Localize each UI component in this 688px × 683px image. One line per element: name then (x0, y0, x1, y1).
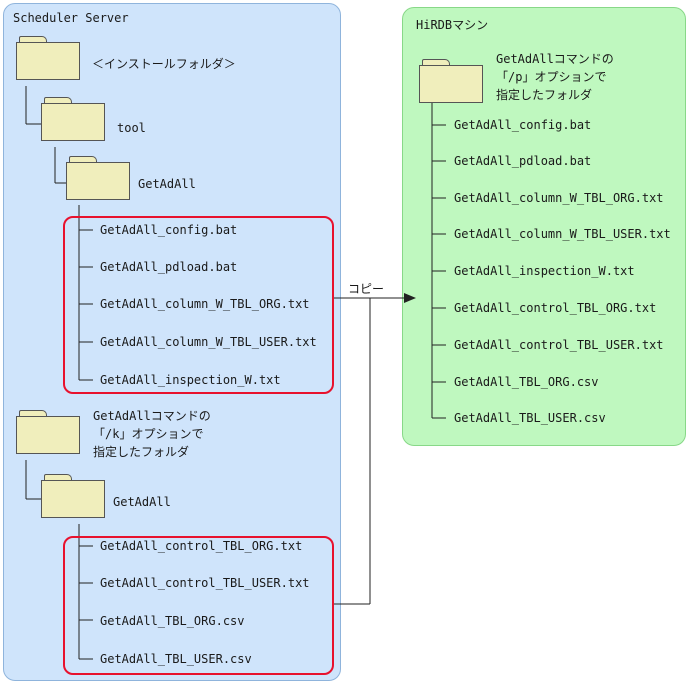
k-getadall-folder-label: GetAdAll (113, 495, 171, 509)
tool-folder-label: tool (117, 121, 146, 135)
k-getadall-folder-icon (41, 474, 105, 518)
file-item: GetAdAll_column_W_TBL_ORG.txt (454, 191, 664, 205)
file-item: GetAdAll_column_W_TBL_ORG.txt (100, 297, 310, 311)
file-item: GetAdAll_pdload.bat (454, 154, 592, 168)
config-files-highlight (63, 216, 334, 394)
install-folder-icon (16, 36, 80, 80)
file-item: GetAdAll_control_TBL_USER.txt (100, 576, 310, 590)
tool-folder-icon (41, 97, 105, 141)
scheduler-server-title: Scheduler Server (13, 11, 129, 25)
k-option-folder-label: GetAdAllコマンドの 「/k」オプションで 指定したフォルダ (93, 409, 211, 459)
file-item: GetAdAll_TBL_USER.csv (100, 652, 252, 666)
getadall-folder-label: GetAdAll (138, 177, 196, 191)
copy-arrowhead (404, 293, 416, 303)
hirdb-machine-title: HiRDBマシン (416, 18, 489, 32)
getadall-folder-icon (66, 156, 130, 200)
p-option-folder-label: GetAdAllコマンドの 「/p」オプションで 指定したフォルダ (496, 52, 614, 102)
p-option-folder-icon (419, 59, 483, 103)
file-item: GetAdAll_control_TBL_ORG.txt (100, 539, 303, 553)
file-item: GetAdAll_TBL_ORG.csv (454, 375, 599, 389)
file-item: GetAdAll_TBL_ORG.csv (100, 614, 245, 628)
output-files-highlight (63, 536, 334, 675)
file-item: GetAdAll_control_TBL_ORG.txt (454, 301, 657, 315)
file-item: GetAdAll_control_TBL_USER.txt (454, 338, 664, 352)
file-item: GetAdAll_column_W_TBL_USER.txt (100, 335, 317, 349)
file-item: GetAdAll_column_W_TBL_USER.txt (454, 227, 671, 241)
file-item: GetAdAll_pdload.bat (100, 260, 238, 274)
file-item: GetAdAll_config.bat (454, 118, 592, 132)
copy-label: コピー (348, 282, 385, 296)
install-folder-label: ＜インストールフォルダ＞ (92, 57, 236, 71)
file-item: GetAdAll_config.bat (100, 223, 238, 237)
file-item: GetAdAll_inspection_W.txt (100, 373, 281, 387)
file-item: GetAdAll_TBL_USER.csv (454, 411, 606, 425)
file-item: GetAdAll_inspection_W.txt (454, 264, 635, 278)
k-option-folder-icon (16, 410, 80, 454)
